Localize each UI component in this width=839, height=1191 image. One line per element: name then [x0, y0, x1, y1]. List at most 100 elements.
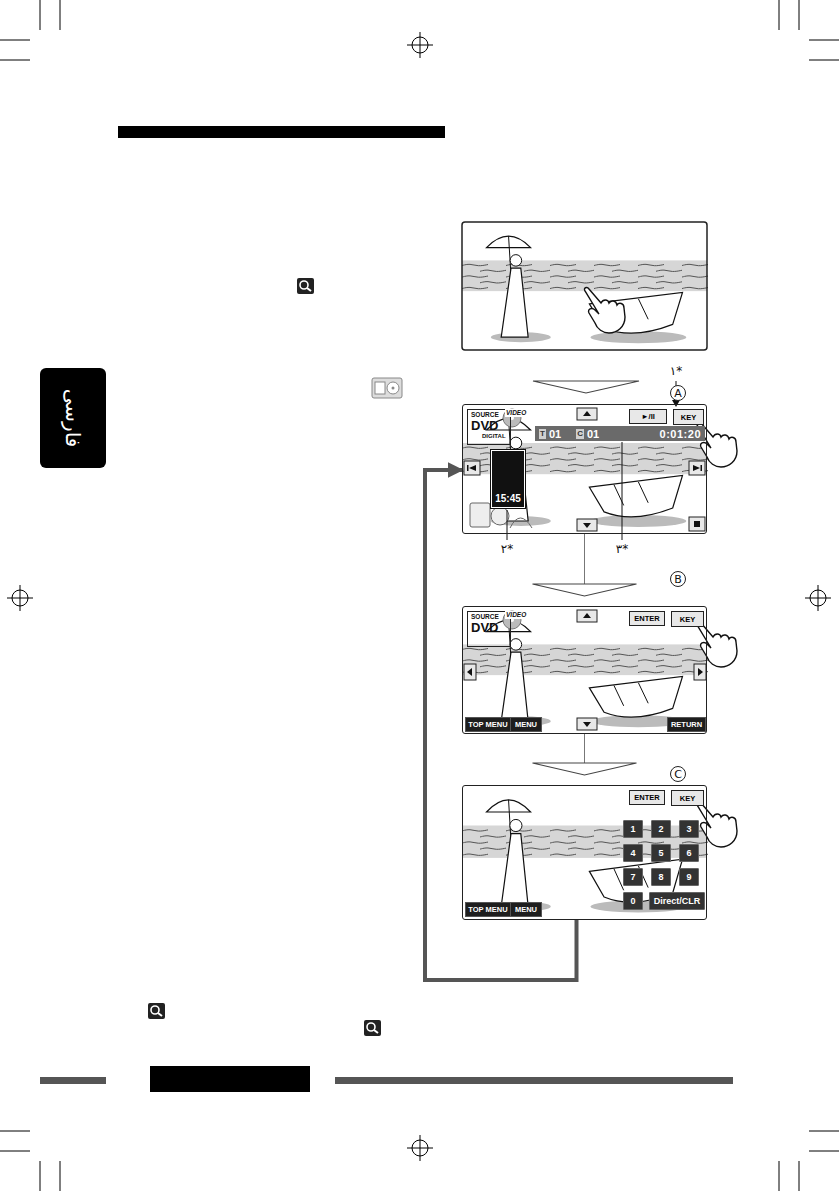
button-label: 8	[658, 872, 663, 882]
screen-panel: SOURCEDVD►/IIKEYT01C010:01:2015:45A	[462, 404, 707, 534]
direct-clear-key: Direct/CLR	[649, 892, 705, 910]
audio-format-label: DIGITAL	[482, 432, 506, 440]
key-button: KEY	[671, 611, 704, 627]
button-label: C	[576, 429, 584, 439]
button-label: 4	[630, 848, 635, 858]
button-label: ENTER	[634, 793, 659, 802]
flow-arrow	[425, 470, 577, 980]
button-label: MENU	[515, 720, 537, 729]
key-button: KEY	[673, 409, 704, 425]
callout-number: ۱*	[670, 364, 682, 378]
button-label: T	[539, 429, 546, 439]
button-label: 5	[658, 848, 663, 858]
source-icon	[372, 378, 402, 398]
screen-panel: ENTER KEY TOP MENU MENU 1 2 3 4 5 6 7 8 9 0 Direct/CLR…	[462, 785, 707, 920]
button-label: TOP MENU	[468, 905, 507, 914]
number-key: 2	[651, 820, 671, 838]
menu-button: MENU	[510, 902, 542, 917]
button-label: KEY	[680, 615, 695, 624]
flow-arrow	[533, 734, 637, 775]
button-label: DVD	[471, 419, 498, 432]
button-label: 6	[686, 848, 691, 858]
button-label: TOP MENU	[468, 720, 507, 729]
button-label: 01	[587, 428, 599, 440]
enter-button: ENTER	[629, 611, 665, 626]
footer-bar	[40, 1077, 106, 1084]
step-arrow	[533, 381, 639, 393]
language-tab	[40, 368, 106, 468]
step-letter: C	[670, 766, 686, 782]
zoom-icon	[297, 278, 314, 294]
step-letter: A	[670, 385, 686, 401]
scene-illustration	[462, 785, 708, 920]
header-bar	[118, 126, 445, 138]
button-label: 0	[630, 896, 635, 906]
control-button	[694, 664, 706, 680]
number-key: 5	[651, 844, 671, 862]
enter-button: ENTER	[629, 790, 665, 805]
control-button	[464, 461, 480, 475]
flow-arrow	[533, 534, 637, 596]
control-button	[577, 610, 597, 622]
button-label: SOURCE	[471, 613, 499, 621]
footer-bar	[335, 1077, 733, 1084]
screen-panel: SOURCEDVDENTERKEYTOP MENUMENURETURNB	[462, 606, 707, 734]
number-key: 7	[623, 868, 643, 886]
button-label: RETURN	[671, 720, 702, 729]
number-key: 1	[623, 820, 643, 838]
scene-illustration	[462, 222, 708, 350]
step-letter: B	[670, 571, 686, 587]
disc-format-label: VIDEO	[505, 409, 527, 417]
number-key: 4	[623, 844, 643, 862]
button-label: KEY	[680, 794, 695, 803]
button-label: 3	[686, 824, 691, 834]
button-label: 15:45	[495, 493, 521, 504]
return-button: RETURN	[667, 717, 706, 732]
button-label: MENU	[515, 905, 537, 914]
zoom-icon	[364, 1020, 381, 1036]
callout-number: ۳*	[616, 542, 628, 556]
screen-frame	[462, 222, 707, 350]
button-label: KEY	[681, 413, 696, 422]
number-key: 6	[679, 844, 699, 862]
number-key: 8	[651, 868, 671, 886]
menu-button: MENU	[510, 717, 542, 732]
control-button	[689, 517, 705, 531]
button-label: 01	[549, 428, 561, 440]
play-pause-button: ►/II	[629, 409, 667, 424]
number-key: 3	[679, 820, 699, 838]
callout-number: ۲*	[501, 542, 513, 556]
control-button	[577, 718, 597, 730]
zoom-icon	[148, 1003, 165, 1019]
button-label: ENTER	[634, 614, 659, 623]
button-label: 2	[658, 824, 663, 834]
screen-controls	[464, 408, 706, 730]
registration-marks	[7, 32, 831, 1161]
number-key: 0	[623, 892, 643, 910]
number-key: 9	[679, 868, 699, 886]
language-tab-label: فارسی	[61, 389, 85, 448]
status-bar: T01C010:01:20	[535, 426, 705, 441]
control-button	[464, 664, 476, 680]
button-label: 7	[630, 872, 635, 882]
button-label: DVD	[471, 621, 498, 634]
scene-illustration	[462, 404, 708, 534]
button-label: 9	[686, 872, 691, 882]
button-label: 1	[630, 824, 635, 834]
button-label: 0:01:20	[660, 428, 701, 440]
menu-button: TOP MENU	[465, 902, 511, 917]
button-label: SOURCE	[471, 411, 499, 419]
control-button	[577, 519, 597, 531]
menu-button: TOP MENU	[465, 717, 511, 732]
clock-box: 15:45	[491, 450, 525, 508]
control-button	[689, 461, 705, 475]
scene-illustration	[462, 606, 708, 734]
disc-format-label: VIDEO	[505, 611, 527, 619]
control-button	[577, 408, 597, 420]
page-number-bar	[150, 1066, 310, 1092]
